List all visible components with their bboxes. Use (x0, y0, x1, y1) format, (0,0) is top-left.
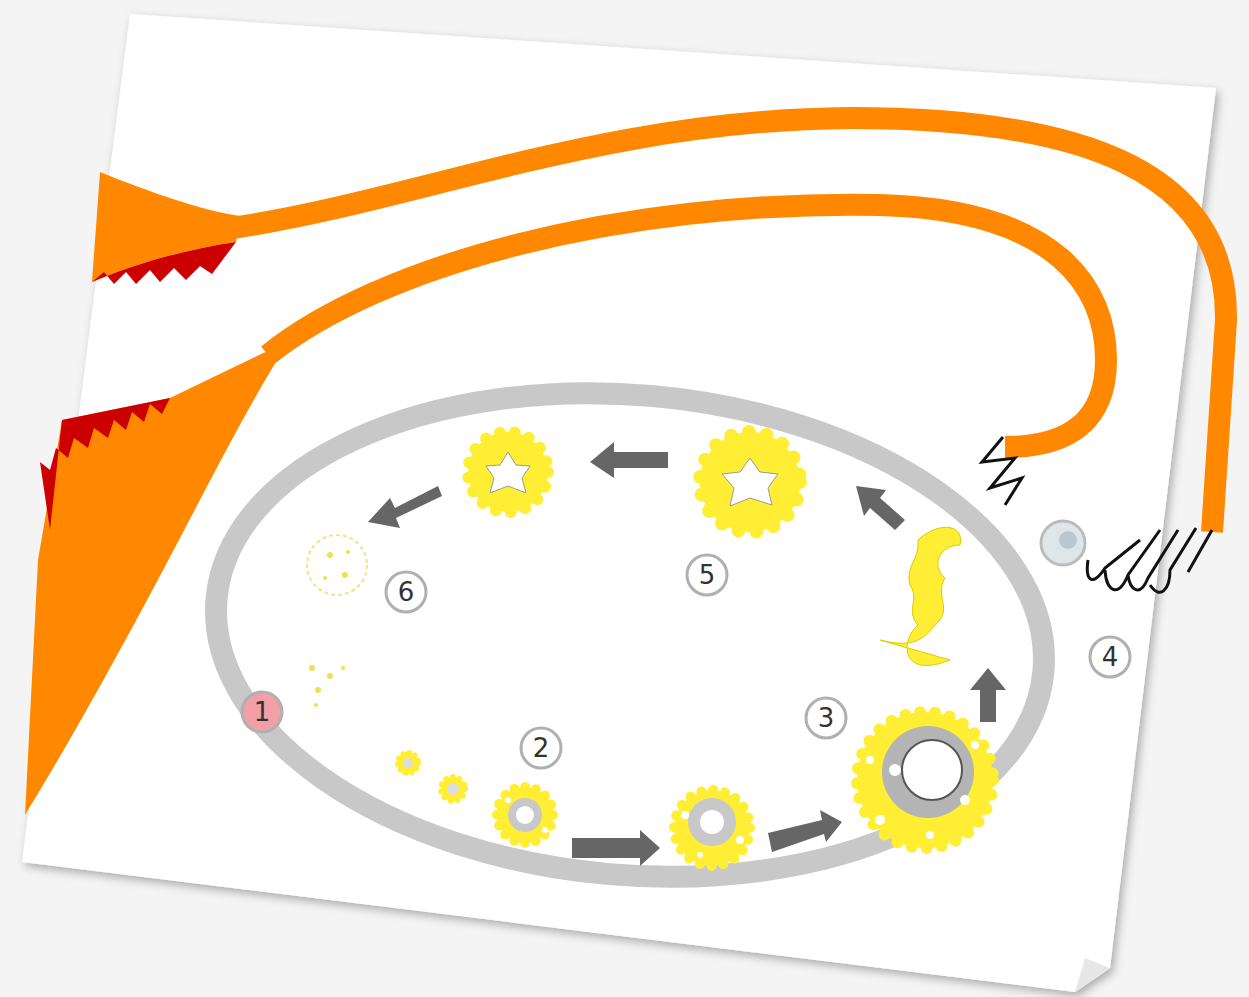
secondary-follicle (674, 790, 750, 866)
primordial-follicles (398, 753, 418, 773)
corpus-albicans (342, 572, 348, 578)
callout-number: 2 (518, 725, 564, 771)
ruptured-follicle (880, 527, 961, 665)
tertiary-follicle (902, 740, 962, 800)
callout-circle: 5 (684, 552, 730, 598)
secondary-follicle (674, 790, 750, 866)
corpus-albicans (315, 687, 321, 693)
tertiary-follicle (971, 741, 979, 749)
corpus-albicans (327, 673, 333, 679)
progress-arrow (572, 830, 660, 866)
secondary-follicle (681, 811, 689, 819)
corpus-albicans (314, 703, 318, 707)
uterus (92, 242, 236, 284)
primary-follicle (508, 798, 542, 832)
primary-follicle (516, 806, 534, 824)
tertiary-follicle (926, 831, 934, 839)
primordial-follicles (447, 783, 459, 795)
corpus-luteum (700, 432, 800, 532)
progress-arrow (368, 486, 442, 528)
primary-follicle (497, 787, 553, 843)
secondary-follicle (688, 798, 736, 846)
corpus-luteum (468, 432, 548, 512)
corpus-luteum (468, 432, 800, 532)
tertiary-follicle (960, 795, 970, 805)
fallopian-tube (232, 118, 1226, 532)
fimbriae (982, 437, 1022, 505)
fimbriae (1087, 528, 1212, 592)
corpus-albicans (307, 535, 367, 707)
uterus (40, 398, 170, 530)
progress-arrow (768, 810, 842, 852)
callout-circle: 4 (1087, 634, 1133, 680)
paper-sheet (22, 14, 1216, 992)
callout-circle: 2 (518, 725, 564, 771)
tertiary-follicle (882, 726, 974, 818)
corpus-albicans (346, 550, 350, 554)
secondary-follicle (700, 810, 724, 834)
primary-follicle (497, 787, 553, 843)
progress-arrow (970, 668, 1006, 722)
oocyte (1041, 521, 1085, 565)
primary-follicle (505, 797, 511, 803)
corpus-albicans (341, 666, 345, 670)
corpus-albicans (327, 552, 333, 558)
ovary (196, 360, 1065, 911)
ruptured-follicle (880, 527, 961, 665)
ovary (196, 360, 1065, 911)
corpus-albicans (309, 665, 315, 671)
tertiary-follicle (889, 764, 901, 776)
corpus-luteum (722, 458, 778, 506)
progress-arrow (368, 442, 1006, 866)
primordial-follicles (398, 753, 465, 801)
primordial-follicles (403, 758, 413, 768)
corpus-albicans (307, 535, 367, 595)
primary-follicle (542, 827, 548, 833)
corpus-luteum (486, 452, 530, 493)
tertiary-follicle (866, 756, 874, 764)
tertiary-follicle (857, 712, 993, 848)
corpus-albicans (323, 576, 327, 580)
callout-number: 3 (803, 695, 849, 741)
oocyte (1041, 521, 1085, 565)
callout-number: 6 (383, 569, 429, 615)
secondary-follicle (697, 852, 703, 858)
oocyte (1059, 531, 1077, 549)
callout-circle: 3 (803, 695, 849, 741)
progress-arrow (590, 442, 668, 478)
paper-sheet (22, 14, 1216, 992)
callout-circle: 6 (383, 569, 429, 615)
callout-number: 5 (684, 552, 730, 598)
secondary-follicle (736, 836, 744, 844)
callout-number: 4 (1087, 634, 1133, 680)
uterus (25, 172, 290, 815)
tertiary-follicle (875, 815, 885, 825)
progress-arrow (856, 486, 905, 530)
fallopian-tube (232, 118, 1226, 532)
paper-sheet (1075, 958, 1110, 992)
callout-circle: 1 (239, 689, 285, 735)
primordial-follicles (441, 777, 465, 801)
tertiary-follicle (857, 712, 993, 848)
callout-number: 1 (239, 689, 285, 735)
uterus (25, 340, 290, 815)
